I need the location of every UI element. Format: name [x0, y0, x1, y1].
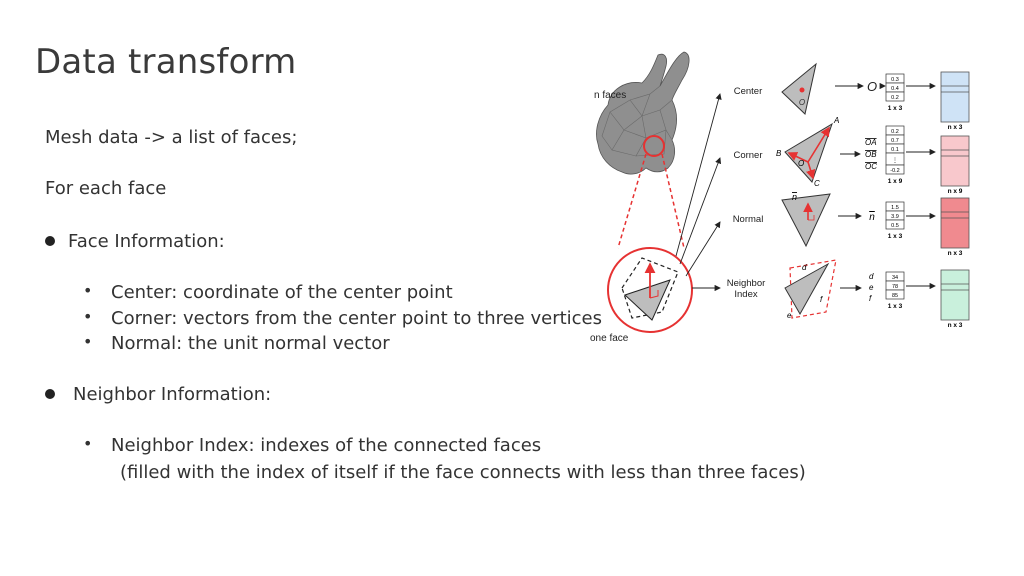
neighbor-value: 85	[892, 293, 898, 299]
normal-symbol: n	[869, 212, 875, 223]
corner-value: 0.2	[891, 129, 899, 135]
neighbor-d-symbol: d	[869, 272, 874, 281]
center-vector: 0.3 0.4 0.2	[885, 73, 905, 102]
corner-center-label: O	[798, 159, 804, 168]
corner-row-label: Corner	[733, 150, 762, 161]
corner-dim: 1 x 9	[888, 178, 903, 185]
center-value: 0.4	[891, 86, 899, 92]
normal-dim: 1 x 3	[888, 233, 903, 240]
neighbor-e-label: e	[787, 311, 792, 320]
index-row-label: Index	[734, 289, 757, 300]
vertex-b-label: B	[776, 149, 782, 158]
neighbor-vector: 34 78 85	[885, 271, 905, 300]
bullet-corner: Corner: vectors from the center point to…	[111, 308, 603, 329]
center-point-icon	[799, 87, 805, 93]
vertex-a-label: A	[833, 116, 839, 125]
center-dim: 1 x 3	[888, 105, 903, 112]
vector-oa-label: OA	[865, 138, 877, 147]
neighbor-row-label: Neighbor	[727, 278, 766, 289]
corner-value: ⋮	[892, 158, 898, 164]
zoomed-face-icon	[607, 247, 693, 333]
neighbor-d-label: d	[802, 263, 807, 272]
corner-matrix	[940, 135, 970, 187]
corner-vector: 0.2 0.7 0.1 ⋮ -0.2	[885, 125, 905, 175]
normal-value: 3.9	[891, 214, 899, 220]
bullet-neighbor-note: (filled with the index of itself if the …	[120, 462, 806, 483]
mesh-data-line: Mesh data -> a list of faces;	[45, 127, 298, 148]
normal-value: 0.5	[891, 223, 899, 229]
corner-out-dim: n x 9	[948, 188, 963, 195]
bullet-dot-icon	[45, 236, 55, 246]
neighbor-f-label: f	[820, 295, 823, 304]
corner-vector-labels: OA OB OC	[865, 138, 877, 171]
bunny-mesh-icon	[596, 51, 690, 175]
page-title: Data transform	[35, 42, 297, 82]
normal-row-label: Normal	[733, 214, 764, 225]
face-information-heading: Face Information:	[68, 231, 225, 252]
center-matrix	[940, 71, 970, 123]
neighbor-f-symbol: f	[869, 294, 872, 303]
neighbor-information-heading: Neighbor Information:	[73, 384, 272, 405]
neighbor-value: 34	[892, 275, 898, 281]
neighbor-dim: 1 x 3	[888, 303, 903, 310]
corner-value: 0.7	[891, 138, 899, 144]
center-row-label: Center	[734, 86, 763, 97]
neighbor-e-symbol: e	[869, 283, 874, 292]
corner-face-icon	[784, 122, 833, 183]
corner-value: 0.1	[891, 147, 899, 153]
vector-oc-label: OC	[865, 162, 877, 171]
normal-out-dim: n x 3	[948, 250, 963, 257]
normal-value: 1.5	[891, 205, 899, 211]
vector-ob-label: OB	[865, 150, 877, 159]
neighbor-value: 78	[892, 284, 898, 290]
zoom-line	[661, 153, 685, 249]
neighbor-out-dim: n x 3	[948, 322, 963, 329]
center-value: 0.2	[891, 95, 899, 101]
center-symbol: O	[867, 79, 877, 94]
bullet-icon: •	[83, 434, 93, 453]
bullet-center: Center: coordinate of the center point	[111, 282, 453, 303]
bullet-icon: •	[83, 332, 93, 351]
corner-value: -0.2	[890, 168, 899, 174]
bullet-icon: •	[83, 281, 93, 300]
center-out-dim: n x 3	[948, 124, 963, 131]
normal-vector: 1.5 3.9 0.5	[885, 201, 905, 230]
center-face-icon	[781, 62, 817, 115]
normal-face-icon	[781, 193, 831, 248]
normal-matrix	[940, 197, 970, 249]
for-each-face-line: For each face	[45, 178, 167, 199]
bullet-normal: Normal: the unit normal vector	[111, 333, 390, 354]
center-value: 0.3	[891, 77, 899, 83]
mesh-data-figure: n faces one face Center Corner Normal Ne…	[590, 51, 970, 344]
bullet-icon: •	[83, 307, 93, 326]
n-faces-label: n faces	[594, 90, 626, 101]
bullet-neighbor-index: Neighbor Index: indexes of the connected…	[111, 435, 542, 456]
zoom-line	[617, 153, 647, 249]
center-point-label: O	[799, 98, 805, 107]
one-face-label: one face	[590, 333, 629, 344]
neighbor-matrix	[940, 269, 970, 321]
bullet-dot-icon	[45, 389, 55, 399]
neighbor-face-icon	[784, 259, 837, 319]
normal-face-label: n	[792, 192, 797, 202]
vertex-c-label: C	[814, 179, 820, 188]
